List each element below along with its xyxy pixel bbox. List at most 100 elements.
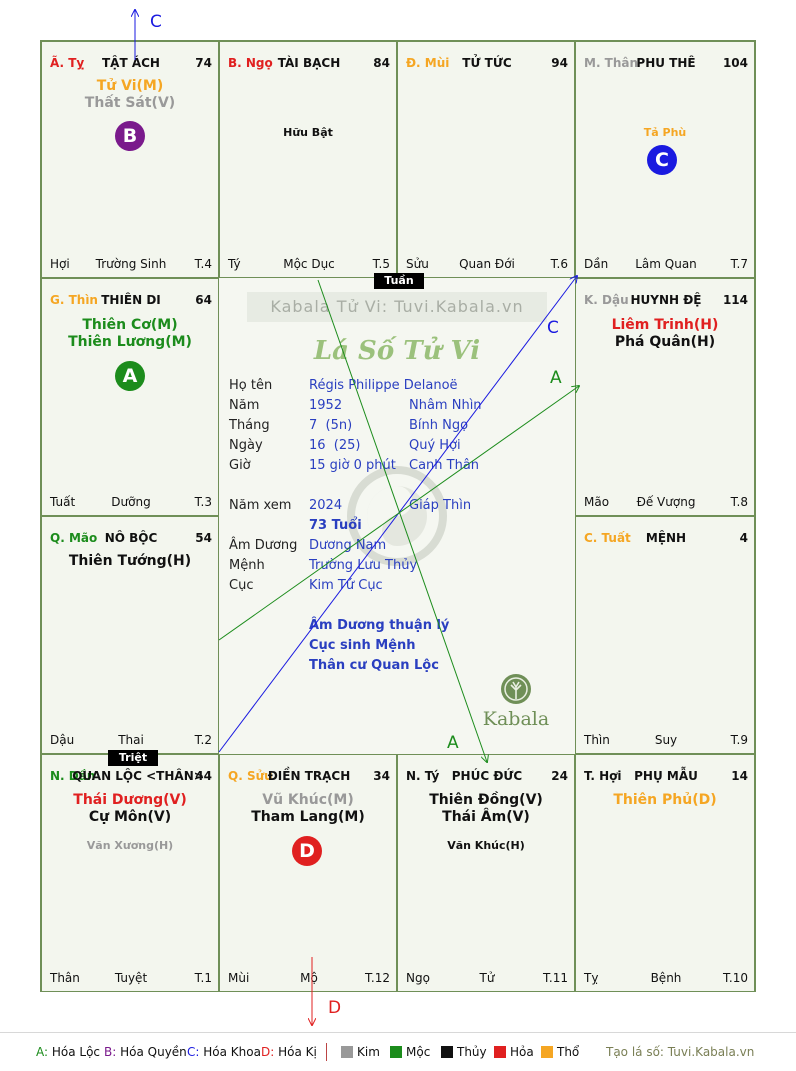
- cell-bottom-left: Tỵ: [584, 971, 599, 985]
- info-value: Trường Lưu Thủy: [309, 558, 418, 573]
- palace-name: TỬ TỨC: [462, 56, 512, 70]
- cell-bottom-left: Dần: [584, 257, 609, 271]
- arrow-label-a-bottom: A: [447, 733, 459, 753]
- cell-bottom-mid: Trường Sinh: [95, 257, 167, 271]
- palace-age: 104: [722, 56, 748, 70]
- palace-name: HUYNH ĐỆ: [630, 293, 702, 307]
- view-year: 2024: [309, 498, 343, 513]
- branch-label: C. Tuất: [584, 531, 631, 545]
- cell-bottom-right: T.11: [543, 971, 568, 985]
- branch-label: N. Tý: [406, 769, 440, 783]
- cell-bottom-left: Dậu: [50, 733, 75, 747]
- arrow-label-a-mid: A: [550, 368, 562, 388]
- cell-bottom-mid: Dưỡng: [111, 495, 151, 509]
- cell-bottom-mid: Mộ: [300, 971, 318, 985]
- main-star: Phá Quân(H): [614, 334, 716, 350]
- cell-bottom-right: T.12: [365, 971, 390, 985]
- info-label: Cục: [229, 578, 254, 593]
- palace-name: TÀI BẠCH: [277, 56, 341, 70]
- kabala-wordmark: Kabala: [482, 708, 550, 730]
- cell-bottom-left: Mùi: [228, 971, 250, 985]
- cell-bottom-left: Tuất: [50, 495, 76, 509]
- main-star: Cự Môn(V): [88, 809, 172, 825]
- cell-bottom-mid: Tử: [479, 971, 495, 985]
- info-canchi: Quý Hợi: [409, 438, 461, 453]
- cell-bottom-right: T.2: [194, 733, 212, 747]
- main-star: Thiên Đồng(V): [429, 792, 543, 808]
- palace-age: 44: [195, 769, 212, 783]
- info-value: 7 (5n): [309, 418, 353, 433]
- tree-icon: [501, 674, 531, 704]
- palace-age: 114: [722, 293, 748, 307]
- info-value: 15 giờ 0 phút: [309, 458, 396, 473]
- branch-label: Q. Mão: [50, 531, 98, 545]
- main-star: Thiên Tướng(H): [68, 553, 192, 569]
- palace-age: 24: [551, 769, 568, 783]
- palace-name: PHU THÊ: [636, 56, 696, 70]
- info-value: 1952: [309, 398, 343, 413]
- cell-bottom-left: Mão: [584, 495, 610, 509]
- cell-bottom-left: Thìn: [584, 733, 610, 747]
- legend-hoa-khoa: C: Hóa Khoa: [187, 1045, 261, 1059]
- view-year-canchi: Giáp Thìn: [409, 498, 472, 513]
- main-star: Thiên Lương(M): [68, 334, 192, 350]
- main-star: Thái Âm(V): [442, 809, 530, 825]
- palace-age: 94: [551, 56, 568, 70]
- palace-name: TẬT ÁCH: [102, 56, 160, 70]
- palace-name: NÔ BỘC: [104, 531, 158, 545]
- arrow-label-d-bottom: D: [328, 998, 342, 1018]
- cell-bottom-mid: Bệnh: [650, 971, 682, 985]
- info-label: Âm Dương: [229, 538, 298, 553]
- cell-bottom-right: T.1: [194, 971, 212, 985]
- branch-label: G. Thìn: [50, 293, 98, 307]
- minor-star: Văn Khúc(H): [447, 839, 525, 852]
- info-label: Giờ: [229, 458, 251, 473]
- badge-d: D: [292, 836, 322, 866]
- legend-bar: A: Hóa Lộc B: Hóa Quyền C: Hóa Khoa D: H…: [0, 1032, 796, 1071]
- cell-bottom-mid: Đế Vượng: [636, 495, 696, 509]
- cell-bottom-right: T.8: [730, 495, 748, 509]
- palace-name: QUAN LỘC <THÂN>: [72, 769, 204, 783]
- branch-label: M. Thân: [584, 56, 639, 70]
- main-star: Thất Sát(V): [84, 95, 176, 111]
- arrow-a-diagonal: [218, 386, 579, 641]
- minor-star: Hữu Bật: [283, 126, 333, 139]
- palace-name: MỆNH: [645, 531, 687, 545]
- person-name: Régis Philippe Delanoë: [309, 378, 458, 393]
- cell-bottom-left: Sửu: [406, 257, 429, 271]
- badge-c: C: [647, 145, 677, 175]
- legend-site-link[interactable]: Tạo lá số: Tuvi.Kabala.vn: [606, 1045, 755, 1059]
- cell-bottom-mid: Suy: [654, 733, 678, 747]
- minor-star: Tả Phù: [643, 126, 687, 139]
- arrow-label-c-top: C: [150, 12, 162, 32]
- cell-bottom-right: T.6: [550, 257, 568, 271]
- palace-age: 74: [195, 56, 212, 70]
- info-value: Dương Nam: [309, 538, 387, 553]
- branch-label: K. Dậu: [584, 293, 629, 307]
- cell-bottom-right: T.9: [730, 733, 748, 747]
- palace-age: 54: [195, 531, 212, 545]
- main-star: Tử Vi(M): [96, 78, 164, 94]
- palace-name: THIÊN DI: [101, 293, 161, 307]
- legend-tho: Thổ: [541, 1045, 579, 1059]
- cell-bottom-right: T.3: [194, 495, 212, 509]
- branch-label: Ã. Tỵ: [50, 56, 85, 70]
- info-label: Năm: [229, 398, 260, 413]
- palace-name: ĐIỀN TRẠCH: [267, 769, 351, 783]
- palace-name: PHỤ MẪU: [634, 769, 698, 783]
- palace-age: 64: [195, 293, 212, 307]
- cell-bottom-left: Ngọ: [406, 971, 430, 985]
- info-label: Mệnh: [229, 558, 265, 573]
